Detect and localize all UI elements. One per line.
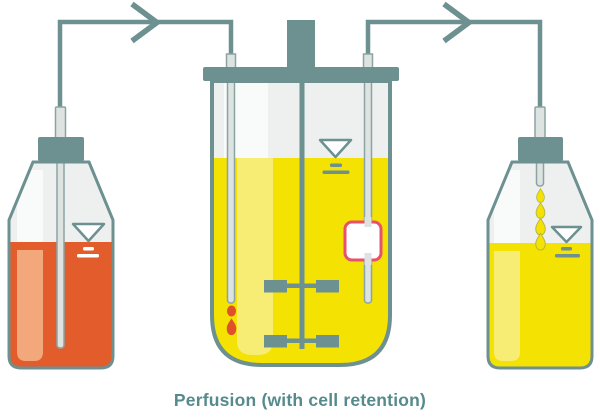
impeller-upper — [264, 280, 339, 293]
media-bottle-cap — [38, 137, 84, 161]
liquid-level-icon — [550, 225, 583, 258]
flow-arrow-icon — [130, 1, 162, 44]
media-bottle-outline — [7, 160, 115, 370]
cap-connector-tube — [534, 106, 546, 139]
probe-tube-segment — [364, 217, 372, 227]
stirrer-motor — [287, 20, 315, 68]
media-drop-icon — [226, 318, 237, 336]
feed-tubing-line — [57, 1, 234, 108]
liquid-highlight — [237, 158, 273, 355]
figure-caption: Perfusion (with cell retention) — [173, 390, 427, 410]
harvest-bottle — [486, 106, 594, 370]
media-drop-icon — [227, 305, 236, 317]
harvest-drop-icon — [535, 232, 546, 251]
liquid-level-icon — [71, 222, 106, 258]
stirrer-shaft — [264, 80, 339, 349]
feed-tube-path — [57, 19, 234, 108]
bioreactor-outline — [210, 79, 392, 367]
dip-tube — [56, 157, 65, 349]
headplate-port — [362, 53, 374, 69]
harvest-bottle-outline — [486, 160, 594, 370]
feed-probe — [226, 79, 237, 336]
glass-highlight — [17, 170, 43, 244]
cap-connector-tube — [54, 106, 67, 139]
harvest-drops — [535, 188, 546, 251]
glass-highlight — [494, 170, 520, 245]
impeller-lower — [264, 335, 339, 348]
headplate-port — [225, 53, 237, 69]
liquid-highlight — [17, 250, 43, 361]
harvest-tube-path — [365, 19, 543, 108]
cell-retention-filter — [343, 220, 383, 262]
liquid-highlight — [494, 251, 520, 361]
flow-arrow-icon — [442, 1, 474, 44]
headplate-lid — [203, 67, 399, 81]
probe-tube-segment — [364, 253, 372, 265]
harvest-bottle-cap — [518, 137, 563, 161]
harvest-tubing-line — [365, 1, 543, 108]
bioreactor — [203, 20, 399, 367]
media-bottle — [7, 106, 115, 370]
liquid-level-icon — [318, 138, 353, 174]
